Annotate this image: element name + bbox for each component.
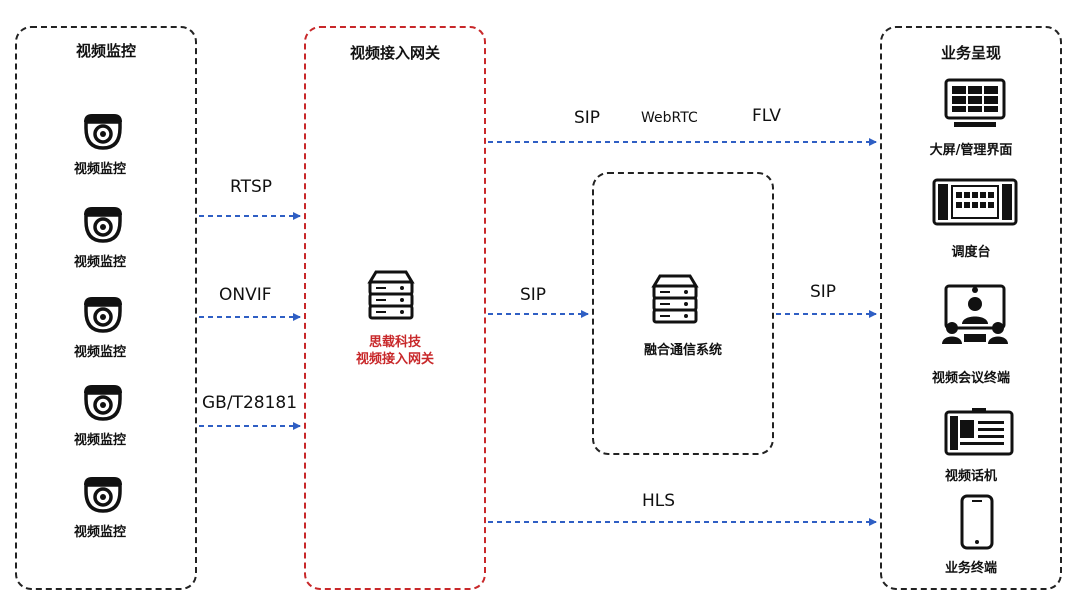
gateway-server-label-2: 视频接入网关 [355,352,434,367]
camera-label: 视频监控 [73,162,126,177]
video-monitor-panel [15,26,197,590]
camera-label: 视频监控 [73,255,126,270]
video-conference-icon [942,284,1008,344]
business-title: 业务呈现 [940,44,1001,62]
server-icon [651,274,699,324]
protocol-onvif-label: ONVIF [219,285,272,305]
business-panel [880,26,1062,590]
protocol-sip-mid-right-label: SIP [810,282,837,302]
business-item-label: 视频话机 [944,469,997,484]
gateway-server-label-1: 思载科技 [368,335,421,350]
gateway-title: 视频接入网关 [349,44,440,62]
server-icon [367,270,415,320]
video-monitor-title: 视频监控 [75,42,136,60]
camera-icon [84,385,122,421]
fusion-panel [592,172,774,455]
camera-label: 视频监控 [73,525,126,540]
business-item-label: 视频会议终端 [931,371,1010,386]
protocol-gb-label: GB/T28181 [202,393,298,413]
camera-icon [84,114,122,150]
protocol-webrtc-label: WebRTC [641,110,698,126]
camera-icon [84,477,122,513]
protocol-rtsp-label: RTSP [230,177,273,197]
camera-icon [84,297,122,333]
protocol-sip-mid-left-label: SIP [520,285,547,305]
protocol-sip-top-label: SIP [574,108,601,128]
camera-label: 视频监控 [73,433,126,448]
business-item-label: 业务终端 [944,561,997,576]
business-item-label: 调度台 [951,245,991,260]
camera-label: 视频监控 [73,345,126,360]
mobile-phone-icon [960,494,994,550]
protocol-hls-label: HLS [642,491,676,511]
camera-icon [84,207,122,243]
business-item-label: 大屏/管理界面 [929,143,1013,158]
protocol-flv-label: FLV [752,106,782,126]
video-phone-icon [944,408,1014,456]
gateway-panel [304,26,486,590]
fusion-label: 融合通信系统 [643,343,722,358]
monitor-icon [944,78,1006,127]
console-icon [932,178,1018,226]
